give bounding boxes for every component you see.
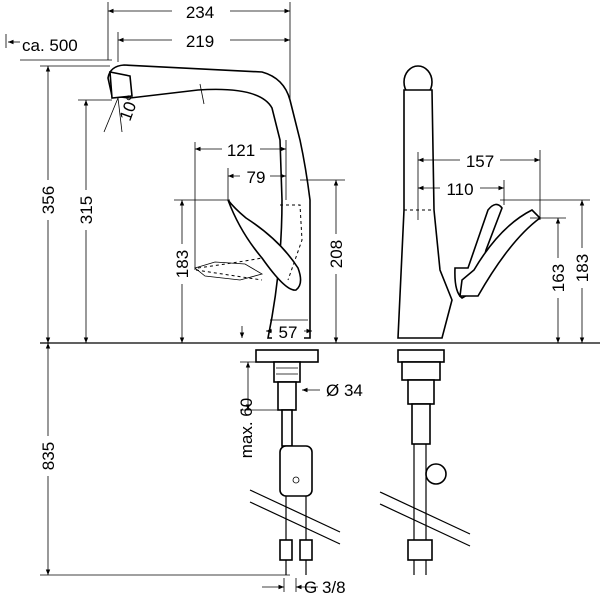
dim-max-counter: max. 60	[237, 398, 256, 458]
dim-height-outlet: 315	[77, 196, 96, 224]
dim-hose-length: ca. 500	[22, 36, 78, 55]
dim-base-width: 57	[279, 323, 298, 342]
front-spout-joint	[199, 83, 205, 105]
dim-width-spout: 219	[186, 32, 214, 51]
side-lever	[454, 203, 503, 299]
side-hose-weight	[425, 463, 447, 485]
front-hose-weight	[279, 445, 313, 497]
front-thread	[273, 361, 301, 383]
dim-lever-offset: 79	[247, 168, 266, 187]
dim-side-lever-offset: 110	[446, 180, 473, 199]
dim-connection: G 3/8	[304, 578, 346, 597]
front-mount-plate	[255, 349, 319, 363]
side-shank	[411, 403, 431, 445]
front-lever-sweep	[197, 257, 263, 269]
front-break-line	[249, 489, 341, 533]
dim-height-lever: 183	[173, 250, 192, 278]
dim-lever-reach: 121	[227, 141, 255, 160]
dim-side-total-height: 183	[573, 254, 592, 282]
dim-hose-below: 835	[39, 442, 58, 470]
front-view	[107, 64, 341, 575]
dim-width-total: 234	[186, 3, 214, 22]
dim-height-body: 208	[327, 240, 346, 268]
side-faucet-body	[397, 89, 453, 339]
front-dimensions: 234 219 ca. 500 356 315 10° 183	[5, 2, 363, 597]
front-lever	[227, 199, 302, 291]
dim-side-lever-height: 163	[549, 264, 568, 292]
dim-height-total: 356	[39, 186, 58, 214]
side-dimensions: 157 110 163 183	[417, 150, 592, 343]
front-shank	[281, 409, 293, 447]
dim-side-lever-reach: 157	[466, 152, 494, 171]
side-view	[379, 65, 542, 575]
dim-hole-diameter: Ø 34	[326, 381, 363, 400]
front-spray-head	[109, 71, 133, 99]
side-mount-plate	[397, 349, 445, 363]
